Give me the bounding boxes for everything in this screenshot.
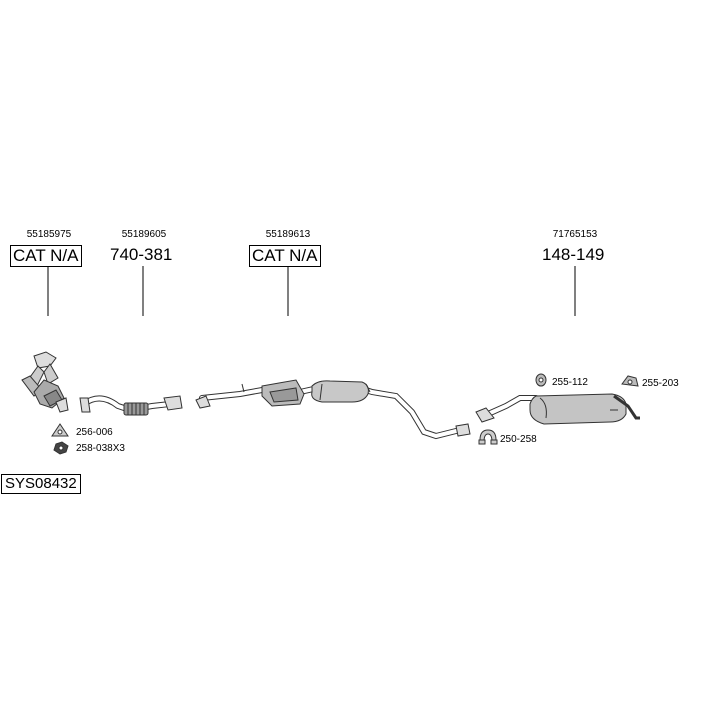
accessory-label-258-038x3[interactable]: 258-038X3 — [76, 443, 125, 454]
oe-number-1: 55185975 — [26, 229, 72, 240]
oe-number-3: 55189613 — [265, 229, 311, 240]
clamp-triangle-icon — [51, 423, 69, 437]
nut-icon — [53, 441, 69, 455]
hanger-bracket-icon — [621, 375, 639, 387]
accessory-label-250-258[interactable]: 250-258 — [500, 434, 537, 445]
accessory-label-255-112[interactable]: 255-112 — [552, 377, 588, 388]
catalytic-converter-front[interactable] — [21, 351, 69, 413]
pipe-clamp-icon — [478, 429, 498, 445]
oe-number-4: 71765153 — [552, 229, 598, 240]
front-pipe[interactable] — [79, 395, 183, 416]
accessory-label-255-203[interactable]: 255-203 — [642, 378, 679, 389]
middle-pipe-assembly[interactable] — [195, 379, 471, 440]
rubber-mount-icon — [535, 373, 547, 387]
part-label-2[interactable]: 740-381 — [110, 245, 173, 264]
accessory-label-256-006[interactable]: 256-006 — [76, 427, 113, 438]
part-label-4[interactable]: 148-149 — [542, 245, 605, 264]
oe-number-2: 55189605 — [121, 229, 167, 240]
rear-silencer[interactable] — [475, 393, 640, 425]
part-label-1[interactable]: CAT N/A — [10, 245, 82, 267]
system-code: SYS08432 — [1, 474, 81, 494]
part-label-3[interactable]: CAT N/A — [249, 245, 321, 267]
